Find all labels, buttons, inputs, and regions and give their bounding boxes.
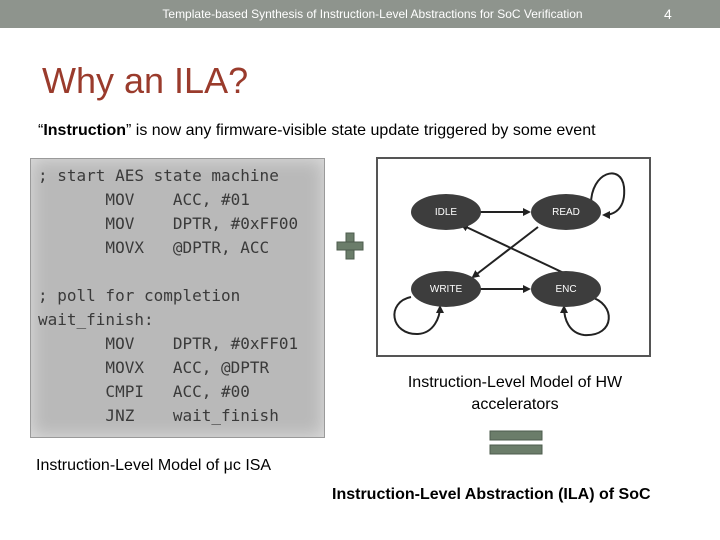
code-line: ; start AES state machine xyxy=(38,166,279,185)
state-label-read: READ xyxy=(552,207,580,218)
plus-icon xyxy=(336,232,364,260)
code-line: MOV DPTR, #0xFF01 xyxy=(38,334,299,353)
state-label-write: WRITE xyxy=(430,284,463,295)
isa-model-caption: Instruction-Level Model of μc ISA xyxy=(36,457,272,474)
slide-title: Why an ILA? xyxy=(42,60,249,101)
quote-open: “ xyxy=(38,122,44,139)
code-listing: ; start AES state machine MOV ACC, #01 M… xyxy=(30,158,325,438)
self-loop-read xyxy=(590,172,626,219)
equals-icon xyxy=(489,430,543,455)
diagram-frame xyxy=(376,157,651,357)
ila-caption: Instruction-Level Abstraction (ILA) of S… xyxy=(332,486,651,503)
subtitle-bold-term: Instruction xyxy=(43,122,126,139)
state-label-enc: ENC xyxy=(555,284,576,295)
code-line: MOVX @DPTR, ACC xyxy=(38,238,270,257)
self-loop-write xyxy=(393,296,444,336)
state-idle xyxy=(411,194,481,230)
state-enc xyxy=(531,271,601,307)
state-label-idle: IDLE xyxy=(435,207,458,218)
state-write xyxy=(411,271,481,307)
presentation-title: Template-based Synthesis of Instruction-… xyxy=(162,7,583,21)
code-line: ; poll for completion xyxy=(38,286,241,305)
page-number: 4 xyxy=(664,6,672,22)
code-line: MOV DPTR, #0xFF00 xyxy=(38,214,299,233)
code-line: CMPI ACC, #00 xyxy=(38,382,250,401)
code-line: JNZ wait_finish xyxy=(38,406,279,425)
subtitle-rest: ” is now any firmware-visible state upda… xyxy=(126,122,596,139)
header-bar xyxy=(0,0,720,28)
slide-subtitle: “Instruction” is now any firmware-visibl… xyxy=(38,122,596,140)
code-line: wait_finish: xyxy=(38,310,154,329)
state-machine-diagram: IDLE READ WRITE ENC xyxy=(376,157,651,357)
code-line: MOV ACC, #01 xyxy=(38,190,250,209)
self-loop-enc xyxy=(560,296,610,337)
edge-enc-idle xyxy=(460,223,567,275)
hw-model-caption: Instruction-Level Model of HW accelerato… xyxy=(407,374,623,413)
edge-read-write xyxy=(471,226,539,279)
code-line: MOVX ACC, @DPTR xyxy=(38,358,270,377)
state-read xyxy=(531,194,601,230)
